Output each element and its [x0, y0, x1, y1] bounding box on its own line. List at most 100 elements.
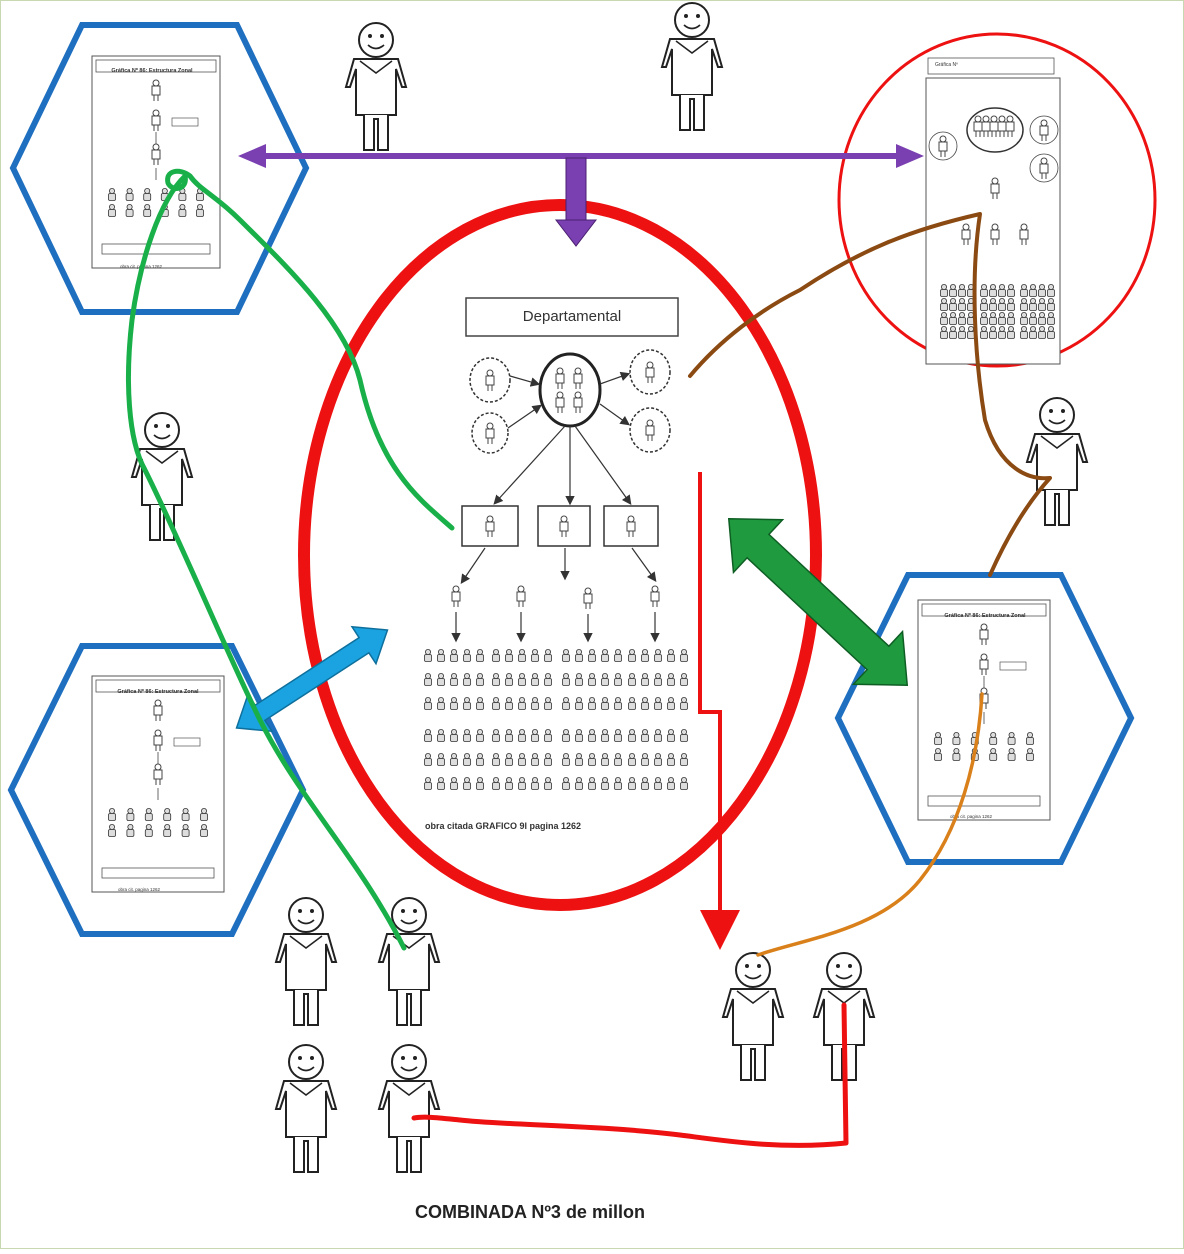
crowd-person	[614, 777, 622, 790]
thumb-bottom-right-title: Gráfica Nº 86: Estructura Zonal	[944, 613, 1026, 619]
thumb-top-right	[925, 57, 1061, 365]
crowd-person	[424, 649, 432, 662]
crowd-person	[667, 729, 675, 742]
thumb-top-left-title: Gráfica Nº 86: Estructura Zonal	[111, 68, 193, 74]
crowd-person	[680, 697, 688, 710]
person-left-middle	[131, 412, 193, 541]
crowd-person	[492, 753, 500, 766]
crowd-person	[641, 729, 649, 742]
person-right-middle	[1026, 397, 1088, 526]
crowd-person	[437, 777, 445, 790]
crowd-person	[601, 649, 609, 662]
crowd-person	[614, 673, 622, 686]
crowd-person	[450, 753, 458, 766]
crowd-person	[492, 649, 500, 662]
thumb-bottom-right	[917, 599, 1051, 821]
crowd-person	[614, 753, 622, 766]
crowd-person	[518, 697, 526, 710]
crowd-person	[424, 777, 432, 790]
crowd-person	[544, 777, 552, 790]
crowd-person	[667, 697, 675, 710]
purple-arrow	[238, 144, 924, 247]
crowd-person	[601, 777, 609, 790]
crowd-person	[680, 777, 688, 790]
crowd-person	[476, 729, 484, 742]
crowd-person	[575, 649, 583, 662]
crowd-person	[654, 649, 662, 662]
crowd-person	[667, 753, 675, 766]
crowd-person	[628, 753, 636, 766]
crowd-person	[450, 729, 458, 742]
crowd-person	[575, 777, 583, 790]
crowd-person	[588, 777, 596, 790]
crowd-person	[562, 649, 570, 662]
crowd-person	[437, 729, 445, 742]
crowd-person	[463, 673, 471, 686]
crowd-person	[505, 697, 513, 710]
crowd-person	[667, 649, 675, 662]
departamental-box	[465, 297, 679, 337]
crowd-person	[641, 697, 649, 710]
crowd-person	[588, 753, 596, 766]
person-bottom-left-3	[275, 1044, 337, 1173]
crowd-person	[628, 777, 636, 790]
crowd-person	[575, 673, 583, 686]
crowd-person	[492, 673, 500, 686]
crowd-person	[628, 649, 636, 662]
departamental-label: Departamental	[523, 308, 621, 325]
crowd-person	[628, 673, 636, 686]
crowd-person	[531, 753, 539, 766]
red-line-down	[698, 472, 740, 950]
crowd-person	[544, 673, 552, 686]
crowd-person	[476, 649, 484, 662]
person-top-center-right	[661, 2, 723, 131]
crowd-person	[641, 673, 649, 686]
crowd-person	[476, 673, 484, 686]
crowd-person	[614, 729, 622, 742]
crowd-person	[531, 729, 539, 742]
crowd-person	[601, 697, 609, 710]
crowd-person	[476, 777, 484, 790]
thumb-top-right-title: Gráfica Nº	[935, 62, 958, 68]
crowd-person	[476, 753, 484, 766]
person-top-center-left	[345, 22, 407, 151]
crowd-person	[614, 649, 622, 662]
crowd-person	[531, 697, 539, 710]
crowd-person	[492, 697, 500, 710]
crowd-person	[450, 697, 458, 710]
crowd-person	[463, 753, 471, 766]
crowd-person	[476, 697, 484, 710]
crowd-person	[518, 777, 526, 790]
crowd-person	[680, 729, 688, 742]
crowd-person	[588, 649, 596, 662]
central-caption: obra citada GRAFICO 9l pagina 1262	[425, 821, 581, 831]
crowd-person	[492, 777, 500, 790]
crowd-person	[654, 697, 662, 710]
crowd-person	[505, 777, 513, 790]
crowd-person	[654, 753, 662, 766]
thumb-top-left	[91, 55, 221, 269]
crowd-person	[437, 753, 445, 766]
crowd-person	[544, 753, 552, 766]
crowd-person	[424, 673, 432, 686]
crowd-person	[544, 649, 552, 662]
crowd-person	[505, 649, 513, 662]
person-bottom-left-1	[275, 897, 337, 1026]
crowd-person	[680, 753, 688, 766]
crowd-person	[450, 777, 458, 790]
crowd-person	[654, 673, 662, 686]
central-diagram: Departamental	[424, 297, 688, 831]
crowd-person	[450, 673, 458, 686]
crowd-person	[562, 777, 570, 790]
crowd-person	[562, 697, 570, 710]
crowd-person	[518, 649, 526, 662]
crowd-person	[463, 777, 471, 790]
crowd-person	[562, 753, 570, 766]
crowd-person	[628, 729, 636, 742]
crowd-person	[680, 649, 688, 662]
crowd-person	[463, 729, 471, 742]
red-line-bottom	[411, 1002, 849, 1148]
crowd-person	[614, 697, 622, 710]
